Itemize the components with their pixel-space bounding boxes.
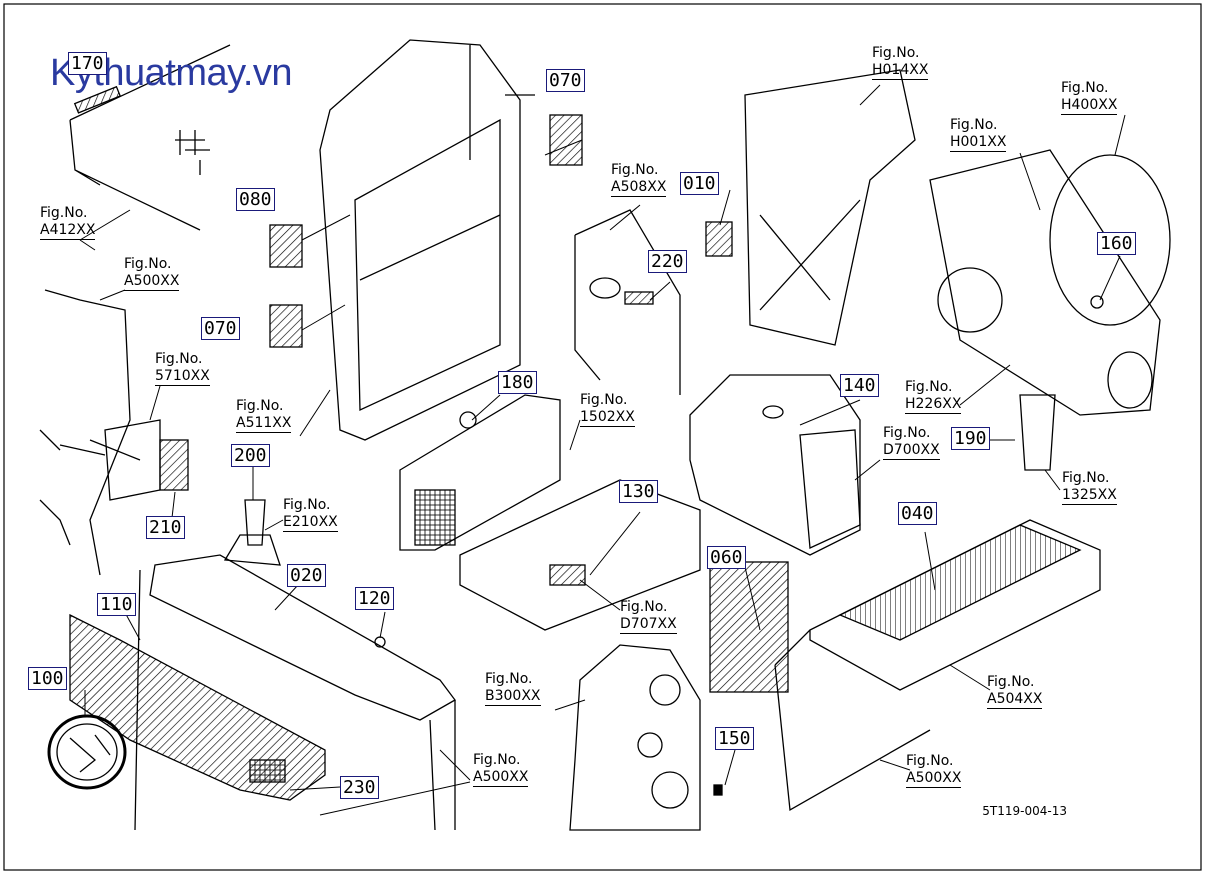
- fig-ref-number: E210XX: [283, 514, 338, 530]
- component-outlines: [39, 39, 1171, 831]
- fig-ref-number: 5710XX: [155, 368, 210, 384]
- fig-ref-number: B300XX: [485, 688, 541, 704]
- part-label-070-a: 070: [546, 69, 585, 92]
- fig-ref-e210: Fig.No.E210XX: [283, 497, 338, 532]
- part-label-140: 140: [840, 374, 879, 397]
- part-070-plate-b: [269, 304, 303, 348]
- fig-ref-label: Fig.No.: [906, 753, 954, 769]
- fig-ref-label: Fig.No.: [611, 162, 659, 178]
- fig-ref-label: Fig.No.: [124, 256, 172, 272]
- fig-ref-number: H001XX: [950, 134, 1007, 150]
- fig-ref-label: Fig.No.: [905, 379, 953, 395]
- fig-ref-1502: Fig.No.1502XX: [580, 392, 635, 427]
- drawing-border: [3, 3, 1202, 871]
- fig-ref-number: H014XX: [872, 62, 929, 78]
- part-110-grille: [69, 613, 326, 801]
- fig-ref-label: Fig.No.: [987, 674, 1035, 690]
- part-label-160: 160: [1097, 232, 1136, 255]
- radiator-core: [414, 489, 456, 546]
- part-060-plate: [709, 561, 789, 693]
- fig-ref-a500-top: Fig.No.A500XX: [124, 256, 180, 291]
- part-170-plate: [73, 85, 122, 114]
- fig-ref-number: A511XX: [236, 415, 292, 431]
- fig-ref-label: Fig.No.: [40, 205, 88, 221]
- fig-ref-a504: Fig.No.A504XX: [987, 674, 1043, 709]
- fig-ref-label: Fig.No.: [155, 351, 203, 367]
- part-label-020: 020: [287, 564, 326, 587]
- fig-ref-label: Fig.No.: [580, 392, 628, 408]
- fig-ref-number: A500XX: [124, 273, 180, 289]
- part-label-120: 120: [355, 587, 394, 610]
- fig-ref-label: Fig.No.: [283, 497, 331, 513]
- part-070-plate-a: [549, 114, 583, 166]
- fig-ref-label: Fig.No.: [473, 752, 521, 768]
- fig-ref-b300: Fig.No.B300XX: [485, 671, 541, 706]
- fig-ref-label: Fig.No.: [1061, 80, 1109, 96]
- leader-lines: [79, 84, 1126, 816]
- part-label-010: 010: [680, 172, 719, 195]
- part-080-plate: [269, 224, 303, 268]
- part-210-plate: [159, 439, 189, 491]
- fig-ref-a511: Fig.No.A511XX: [236, 398, 292, 433]
- fig-ref-number: D700XX: [883, 442, 940, 458]
- fig-ref-label: Fig.No.: [950, 117, 998, 133]
- part-label-060: 060: [707, 546, 746, 569]
- part-label-230: 230: [340, 776, 379, 799]
- fig-ref-number: A412XX: [40, 222, 96, 238]
- part-label-180: 180: [498, 371, 537, 394]
- part-130-plate: [549, 564, 586, 586]
- part-label-220: 220: [648, 250, 687, 273]
- part-label-070-b: 070: [201, 317, 240, 340]
- fig-ref-number: H226XX: [905, 396, 962, 412]
- fig-ref-a508: Fig.No.A508XX: [611, 162, 667, 197]
- fig-ref-number: A500XX: [473, 769, 529, 785]
- fig-ref-number: D707XX: [620, 616, 677, 632]
- fig-ref-label: Fig.No.: [236, 398, 284, 414]
- fig-ref-label: Fig.No.: [883, 425, 931, 441]
- part-label-210: 210: [146, 516, 185, 539]
- fig-ref-5710: Fig.No.5710XX: [155, 351, 210, 386]
- fig-ref-number: A508XX: [611, 179, 667, 195]
- fig-ref-number: A500XX: [906, 770, 962, 786]
- drawing-code: 5T119-004-13: [982, 804, 1067, 818]
- part-label-100: 100: [28, 667, 67, 690]
- fig-ref-number: 1325XX: [1062, 487, 1117, 503]
- fig-ref-label: Fig.No.: [620, 599, 668, 615]
- part-label-200: 200: [231, 444, 270, 467]
- fig-ref-a500-bottom: Fig.No.A500XX: [473, 752, 529, 787]
- part-label-080: 080: [236, 188, 275, 211]
- fig-ref-d700: Fig.No.D700XX: [883, 425, 940, 460]
- fig-ref-label: Fig.No.: [872, 45, 920, 61]
- part-label-150: 150: [715, 727, 754, 750]
- part-label-190: 190: [951, 427, 990, 450]
- fig-ref-h001: Fig.No.H001XX: [950, 117, 1007, 152]
- part-010-plate: [705, 221, 733, 257]
- fig-ref-d707: Fig.No.D707XX: [620, 599, 677, 634]
- fig-ref-h400: Fig.No.H400XX: [1061, 80, 1118, 115]
- fig-ref-h226: Fig.No.H226XX: [905, 379, 962, 414]
- fig-ref-a412: Fig.No.A412XX: [40, 205, 96, 240]
- fig-ref-number: A504XX: [987, 691, 1043, 707]
- part-label-130: 130: [619, 480, 658, 503]
- part-label-110: 110: [97, 593, 136, 616]
- part-label-040: 040: [898, 502, 937, 525]
- fig-ref-number: H400XX: [1061, 97, 1118, 113]
- fig-ref-1325: Fig.No.1325XX: [1062, 470, 1117, 505]
- fig-ref-number: 1502XX: [580, 409, 635, 425]
- fig-ref-label: Fig.No.: [485, 671, 533, 687]
- fig-ref-a500-right: Fig.No.A500XX: [906, 753, 962, 788]
- part-label-170: 170: [68, 52, 107, 75]
- fig-ref-h014: Fig.No.H014XX: [872, 45, 929, 80]
- fig-ref-label: Fig.No.: [1062, 470, 1110, 486]
